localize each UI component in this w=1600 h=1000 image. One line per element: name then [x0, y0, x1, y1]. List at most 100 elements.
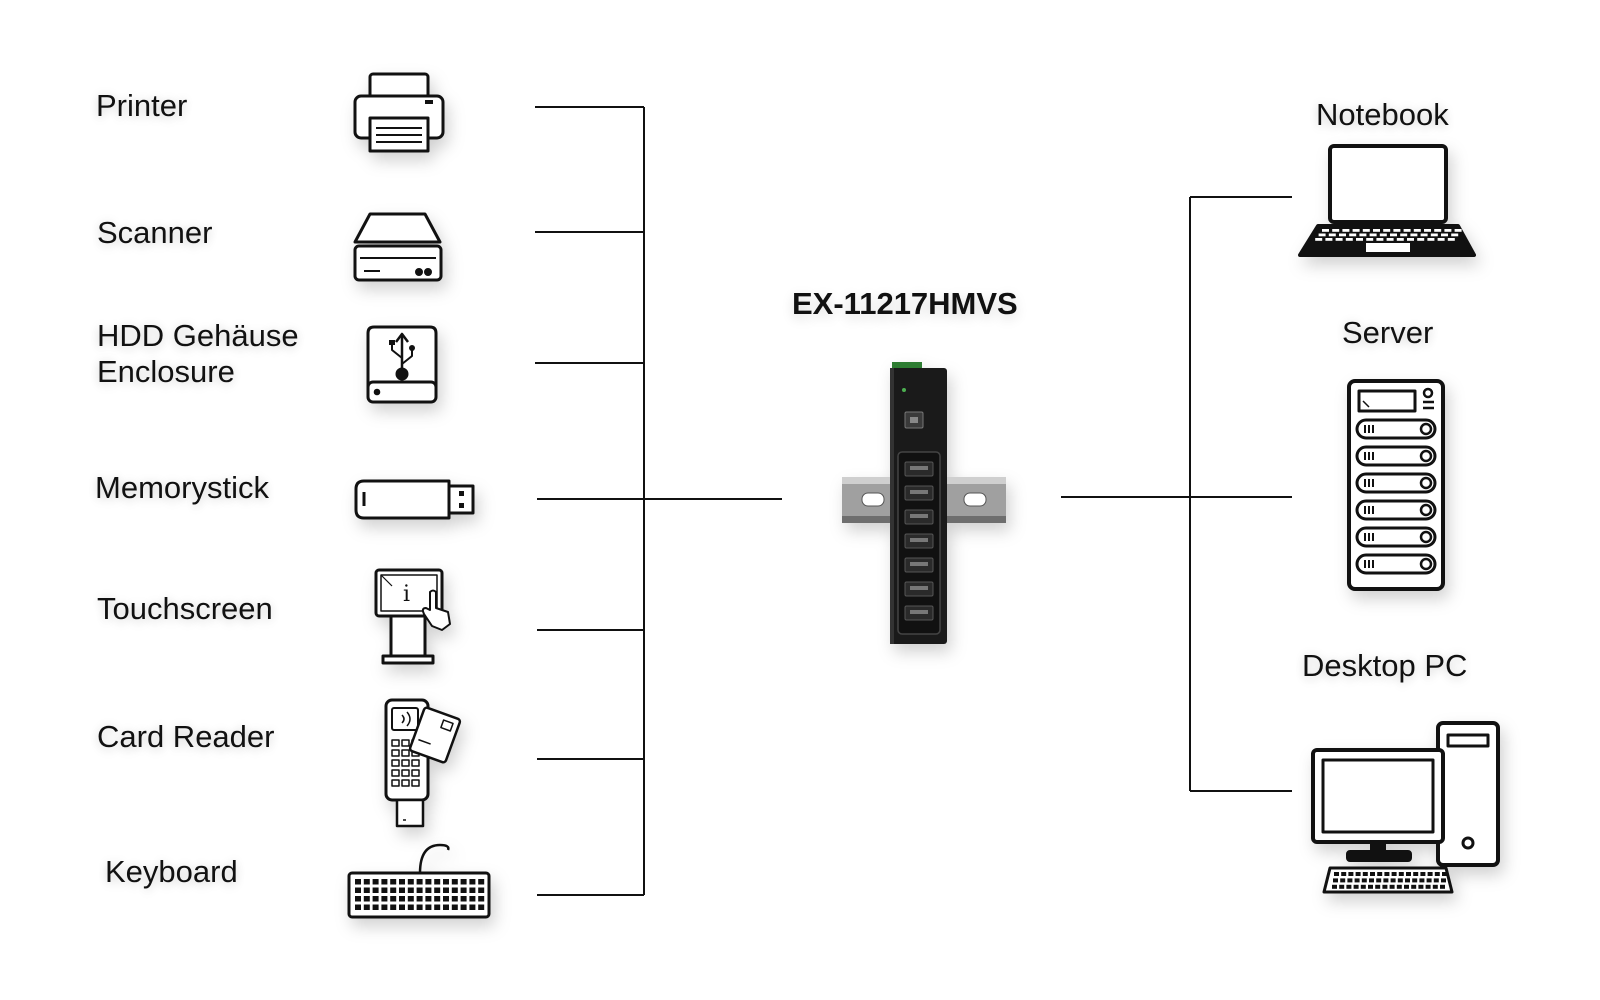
keyboard-key — [355, 879, 361, 885]
keyboard-key — [399, 887, 405, 893]
keyboard-key — [372, 879, 379, 885]
keyboard-key — [469, 904, 476, 910]
server-drive-bay — [1355, 472, 1437, 494]
laptop-key — [1420, 233, 1428, 237]
keyboard-key — [381, 887, 388, 893]
keyboard-key — [363, 887, 370, 893]
laptop-key — [1356, 238, 1363, 241]
desktop-keyboard-key — [1434, 872, 1440, 876]
keyboard-key — [443, 904, 449, 910]
right-connection-bus — [1061, 196, 1292, 792]
keyboard-key — [451, 879, 458, 885]
desktop-keyboard-key — [1339, 884, 1345, 889]
desktop-keyboard-key — [1360, 884, 1366, 889]
keyboard-key — [355, 887, 361, 893]
printer-icon — [353, 72, 445, 153]
desktop-keyboard-key — [1432, 884, 1438, 889]
keyboard-key — [451, 904, 458, 910]
desktop-keyboard-key — [1425, 884, 1431, 889]
usb-a-port-tongue — [910, 586, 928, 590]
server-drive-led — [1419, 449, 1433, 463]
desktop-keyboard-key — [1348, 872, 1354, 876]
laptop-key — [1444, 229, 1452, 232]
keyboard-key — [355, 896, 361, 902]
label-card-reader: Card Reader — [97, 719, 275, 754]
laptop-key — [1325, 238, 1333, 241]
desktop-keyboard-key — [1391, 872, 1397, 876]
laptop-key — [1417, 238, 1425, 241]
desktop-keyboard-key — [1426, 878, 1432, 883]
laptop-key — [1390, 233, 1397, 237]
keyboard-key — [443, 887, 449, 893]
keyboard-key — [399, 879, 405, 885]
laptop-key — [1345, 238, 1353, 241]
hub-terminal-block — [892, 362, 922, 370]
laptop-key — [1427, 238, 1435, 241]
laptop-keys — [1315, 229, 1462, 241]
laptop-key — [1362, 229, 1370, 232]
keyboard-key — [416, 896, 423, 902]
server-drive-bay — [1355, 499, 1437, 521]
desktop-keyboard-key — [1370, 872, 1375, 876]
label-desktop-pc: Desktop PC — [1302, 648, 1468, 683]
desktop-keyboard-key — [1353, 884, 1359, 889]
keyboard-key — [460, 879, 467, 885]
laptop-key — [1403, 229, 1411, 232]
label-scanner: Scanner — [97, 215, 213, 250]
server-drive-led — [1419, 530, 1433, 544]
label-keyboard: Keyboard — [105, 854, 238, 889]
keyboard-key — [478, 904, 485, 910]
keyboard-key — [390, 879, 397, 885]
keyboard-key — [478, 879, 485, 885]
desktop-keyboard-key — [1441, 878, 1446, 883]
keyboard-key — [355, 904, 361, 910]
keyboard-key — [434, 879, 441, 885]
server-drive-led — [1419, 503, 1433, 517]
desktop-keyboard-key — [1419, 878, 1425, 883]
keyboard-key — [443, 896, 449, 902]
desktop-keyboard-key — [1405, 878, 1410, 883]
laptop-key — [1328, 233, 1336, 237]
desktop-keyboard-key — [1440, 884, 1445, 889]
keyboard-key — [381, 879, 388, 885]
keyboard-key — [416, 904, 423, 910]
server-drive-bays — [1355, 418, 1437, 575]
laptop-key — [1335, 238, 1343, 241]
desktop-keyboard-key — [1355, 872, 1361, 876]
keyboard-key — [460, 887, 467, 893]
keyboard-key — [372, 904, 379, 910]
keyboard-key — [407, 904, 414, 910]
laptop-key — [1386, 238, 1394, 241]
usb-a-port-tongue — [910, 490, 928, 494]
laptop-key — [1451, 233, 1459, 237]
desktop-keyboard-key — [1369, 878, 1374, 883]
label-touchscreen: Touchscreen — [97, 591, 273, 626]
keyboard-key — [390, 904, 397, 910]
keyboard-key — [363, 879, 370, 885]
keyboard-key — [390, 896, 397, 902]
keyboard-key — [381, 904, 388, 910]
label-hdd-line2: Enclosure — [97, 354, 235, 389]
usb-a-port-tongue — [910, 538, 928, 542]
server-drive-bay — [1355, 526, 1437, 548]
server-drive-bay — [1355, 553, 1437, 575]
usb-a-port-tongue — [910, 514, 928, 518]
keyboard-key — [478, 887, 485, 893]
keyboard-key — [469, 879, 476, 885]
label-memorystick: Memorystick — [95, 470, 269, 505]
svg-text:i: i — [403, 582, 410, 607]
keyboard-key — [434, 896, 441, 902]
desktop-keyboard-key — [1334, 872, 1339, 876]
keyboard-key — [425, 879, 432, 885]
laptop-key — [1454, 229, 1462, 232]
keyboard-keys — [355, 879, 485, 910]
keyboard-key — [451, 887, 458, 893]
desktop-keyboard-key — [1347, 878, 1353, 883]
keyboard-key — [451, 896, 458, 902]
desktop-keyboard-key — [1354, 878, 1360, 883]
desktop-keyboard-key — [1411, 884, 1417, 889]
keyboard-key — [416, 879, 423, 885]
laptop-key — [1318, 233, 1326, 237]
desktop-keyboard-key — [1361, 878, 1367, 883]
scanner-icon — [353, 212, 443, 282]
